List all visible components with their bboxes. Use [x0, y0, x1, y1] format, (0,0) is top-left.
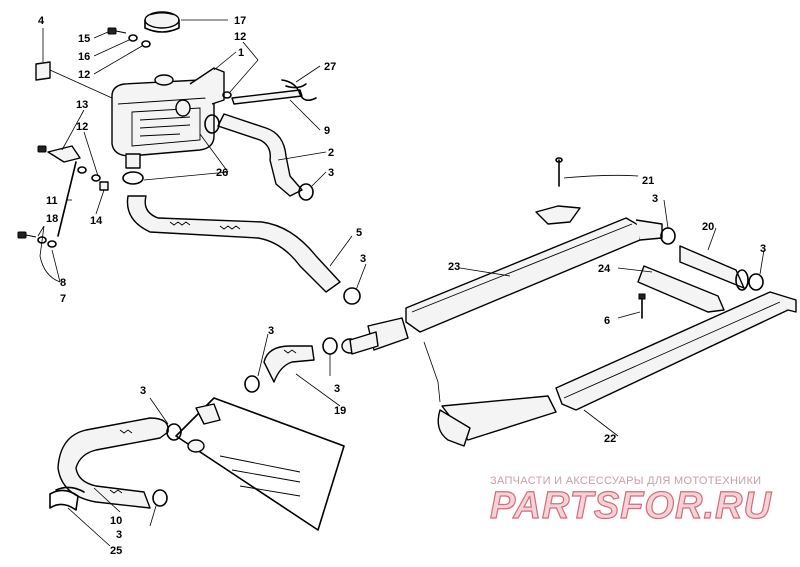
- callout-13: 13: [76, 99, 88, 111]
- callout-15: 15: [78, 33, 90, 45]
- coolant-tank-part: [111, 51, 237, 169]
- callout-23: 23: [448, 261, 460, 273]
- callout-18: 18: [46, 213, 58, 225]
- bracket-13-part: [47, 109, 85, 163]
- callout-3h: 3: [116, 529, 122, 541]
- callout-6: 6: [604, 315, 610, 327]
- hose-19-part: [263, 345, 341, 407]
- callout-26: 26: [216, 167, 228, 179]
- heat-exchanger-22-part: [555, 291, 797, 437]
- bracket-24-part: [617, 265, 725, 313]
- screw-15-part: [93, 27, 127, 39]
- callout-11: 11: [46, 195, 58, 207]
- callout-19: 19: [334, 405, 346, 417]
- washer-12c-part: [83, 131, 101, 182]
- clamp-3e-part: [322, 337, 338, 376]
- clamp-3a-part: [298, 171, 327, 201]
- screw-18-part: [17, 231, 37, 239]
- clamp-3g-part: [149, 397, 182, 441]
- callout-3b: 3: [360, 253, 366, 265]
- decal-part: [35, 28, 113, 99]
- elbow-fitting-part: [437, 395, 557, 447]
- radiator-panel-part: [175, 397, 345, 531]
- watermark-brand: PARTSFOR.RU: [490, 485, 772, 527]
- fitting-21-part: [535, 157, 639, 225]
- callout-17: 17: [234, 15, 246, 27]
- callout-2: 2: [328, 147, 334, 159]
- clamp-3f-part: [244, 333, 269, 393]
- screw-bracket-part: [37, 145, 47, 153]
- nut-7-part: [47, 240, 57, 248]
- callout-1: 1: [238, 47, 244, 59]
- callout-5: 5: [356, 227, 362, 239]
- hose-2-part: [217, 113, 327, 197]
- callout-25: 25: [110, 545, 122, 557]
- connector-part: [341, 317, 441, 403]
- callout-4: 4: [38, 15, 45, 27]
- callout-3d: 3: [760, 243, 766, 255]
- callout-12b: 12: [234, 31, 246, 43]
- callout-20: 20: [702, 221, 714, 233]
- callout-10: 10: [110, 515, 122, 527]
- hose-20-part: [679, 227, 749, 291]
- watermark-tagline: ЗАПЧАСТИ И АКСЕССУАРЫ ДЛЯ МОТОТЕХНИКИ: [490, 475, 761, 487]
- rod-9-part: [231, 89, 303, 105]
- clamp-3c-part: [660, 199, 676, 245]
- callout-22: 22: [604, 433, 616, 445]
- callout-12a: 12: [78, 69, 90, 81]
- clip-25-part: [49, 486, 111, 547]
- washer-12a-part: [93, 40, 151, 75]
- callout-3a: 3: [328, 167, 334, 179]
- callout-21: 21: [642, 175, 654, 187]
- callout-3e: 3: [268, 325, 274, 337]
- callout-3f: 3: [334, 383, 340, 395]
- callout-9: 9: [324, 125, 330, 137]
- heat-exchanger-23-part: [405, 217, 663, 333]
- callout-24: 24: [598, 263, 611, 275]
- clip-27-part: [281, 65, 321, 102]
- hose-5-part: [126, 195, 353, 293]
- washer-12b-part: [222, 41, 259, 99]
- clamp-26a-part: [122, 114, 229, 185]
- callout-16: 16: [78, 51, 90, 63]
- callout-7: 7: [60, 293, 66, 305]
- hose-10-part: [57, 417, 169, 513]
- clamp-3b-part: [343, 263, 367, 305]
- clamp-3h-part: [149, 489, 168, 527]
- washer-16-part: [93, 34, 138, 57]
- rod-11-part: [57, 161, 77, 237]
- callout-3g: 3: [140, 385, 146, 397]
- nut-14-part: [95, 181, 109, 215]
- radiator-cap-part: [144, 11, 228, 33]
- nut-part: [77, 166, 87, 174]
- callout-8: 8: [60, 277, 66, 289]
- screw-6-part: [617, 293, 646, 319]
- callout-3c: 3: [652, 193, 658, 205]
- callout-27: 27: [324, 61, 336, 73]
- callout-12c: 12: [76, 121, 88, 133]
- callout-14: 14: [90, 215, 103, 227]
- clamp-3d-part: [748, 249, 765, 291]
